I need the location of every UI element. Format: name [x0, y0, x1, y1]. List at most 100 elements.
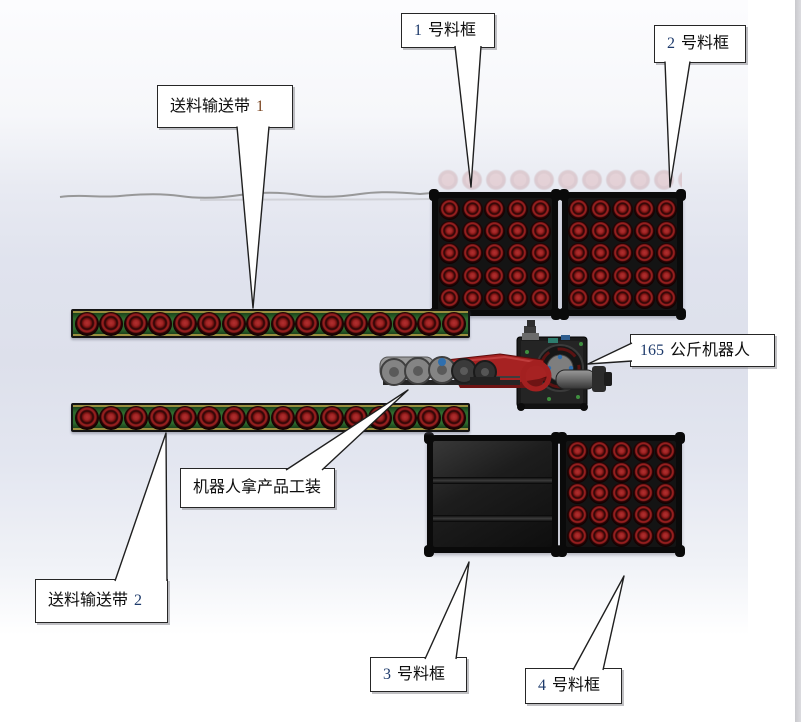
label-frame-1-number: 1	[414, 21, 422, 39]
frame-4-corner-post	[557, 545, 567, 557]
product-pellet	[484, 198, 506, 220]
product-pellet	[148, 311, 173, 336]
product-pellet	[568, 243, 590, 265]
label-conveyor-2-number: 2	[134, 592, 143, 609]
product-pellet	[566, 462, 588, 484]
product-pellet	[438, 243, 460, 265]
product-pellet	[461, 243, 483, 265]
product-pellet	[590, 265, 612, 287]
product-pellet	[438, 221, 460, 243]
frame-2-contents	[568, 198, 677, 310]
product-pellet	[530, 221, 552, 243]
product-pellet	[655, 198, 677, 220]
product-pellet	[610, 462, 632, 484]
product-pellet	[417, 405, 442, 430]
product-pellet	[611, 243, 633, 265]
product-pellet	[461, 198, 483, 220]
product-pellet	[590, 288, 612, 310]
frame-3-shelf	[433, 515, 552, 522]
frame-1-contents	[438, 198, 552, 310]
frame-4-corner-post	[557, 432, 567, 444]
product-pellet	[588, 462, 610, 484]
frame-4-corner-post	[675, 545, 685, 557]
product-pellet	[246, 311, 271, 336]
product-pellet	[588, 525, 610, 547]
product-pellet	[319, 311, 344, 336]
product-pellet	[654, 441, 676, 463]
product-pellet	[611, 265, 633, 287]
product-pellet	[566, 483, 588, 505]
product-pellet	[368, 311, 393, 336]
product-pellet	[75, 405, 99, 430]
product-pellet	[588, 504, 610, 526]
frame-3-shelf	[433, 477, 552, 484]
frame-2-corner-post	[559, 308, 569, 320]
product-pellet	[530, 198, 552, 220]
product-pellet	[633, 221, 655, 243]
product-pellet	[588, 483, 610, 505]
product-pellet	[610, 525, 632, 547]
product-pellet	[438, 198, 460, 220]
product-pellet	[633, 265, 655, 287]
label-tooling-text: 机器人拿产品工装	[193, 479, 322, 496]
product-pellet	[99, 405, 124, 430]
label-robot: 165 公斤机器人	[630, 334, 775, 367]
product-pellet	[655, 243, 677, 265]
product-pellet	[568, 198, 590, 220]
product-pellet	[484, 265, 506, 287]
product-pellet	[566, 504, 588, 526]
robot-end-cylinder	[555, 366, 612, 392]
frame-2-corner-post	[676, 189, 686, 201]
frame-2	[559, 189, 686, 320]
product-pellet	[221, 405, 246, 430]
product-pellet	[633, 243, 655, 265]
gripper-tooling	[379, 356, 520, 386]
frame-1-corner-post	[429, 189, 439, 201]
product-pellet	[197, 405, 222, 430]
frame-3-corner-post	[424, 545, 434, 557]
label-frame-1-text: 号料框	[428, 21, 477, 39]
product-pellet	[507, 265, 529, 287]
label-frame-4-number: 4	[538, 677, 546, 694]
product-pellet	[611, 288, 633, 310]
product-pellet	[123, 405, 148, 430]
frame-2-corner-post	[559, 189, 569, 201]
frame-3-corner-post	[424, 432, 434, 444]
product-pellet	[610, 483, 632, 505]
label-frame-2-text: 号料框	[681, 35, 730, 52]
product-pellet	[75, 311, 99, 336]
product-pellet	[590, 221, 612, 243]
label-conveyor-1: 送料输送带 1	[157, 85, 293, 128]
product-pellet	[507, 243, 529, 265]
product-pellet	[655, 221, 677, 243]
label-tooling: 机器人拿产品工装	[180, 468, 335, 508]
product-pellet	[148, 405, 173, 430]
product-pellet	[507, 198, 529, 220]
label-frame-2-number: 2	[667, 35, 675, 52]
frame-4-corner-post	[675, 432, 685, 444]
label-conveyor-1-number: 1	[256, 97, 265, 115]
product-pellet	[172, 405, 197, 430]
label-conveyor-1-text: 送料输送带	[170, 97, 251, 115]
product-pellet	[568, 221, 590, 243]
frame-1	[429, 189, 561, 320]
product-pellet	[632, 462, 654, 484]
label-frame-2: 2 号料框	[654, 25, 746, 63]
product-pellet	[507, 288, 529, 310]
product-pellet	[417, 311, 442, 336]
product-pellet	[461, 288, 483, 310]
product-pellet	[270, 311, 295, 336]
label-frame-1: 1 号料框	[401, 13, 495, 48]
frame-1-corner-post	[551, 189, 561, 201]
product-pellet	[172, 311, 197, 336]
product-pellet	[566, 525, 588, 547]
product-pellet	[611, 221, 633, 243]
product-pellet	[507, 221, 529, 243]
product-pellet	[632, 441, 654, 463]
product-pellet	[484, 288, 506, 310]
product-pellet	[590, 198, 612, 220]
label-frame-4-text: 号料框	[552, 677, 601, 694]
product-pellet	[441, 311, 466, 336]
